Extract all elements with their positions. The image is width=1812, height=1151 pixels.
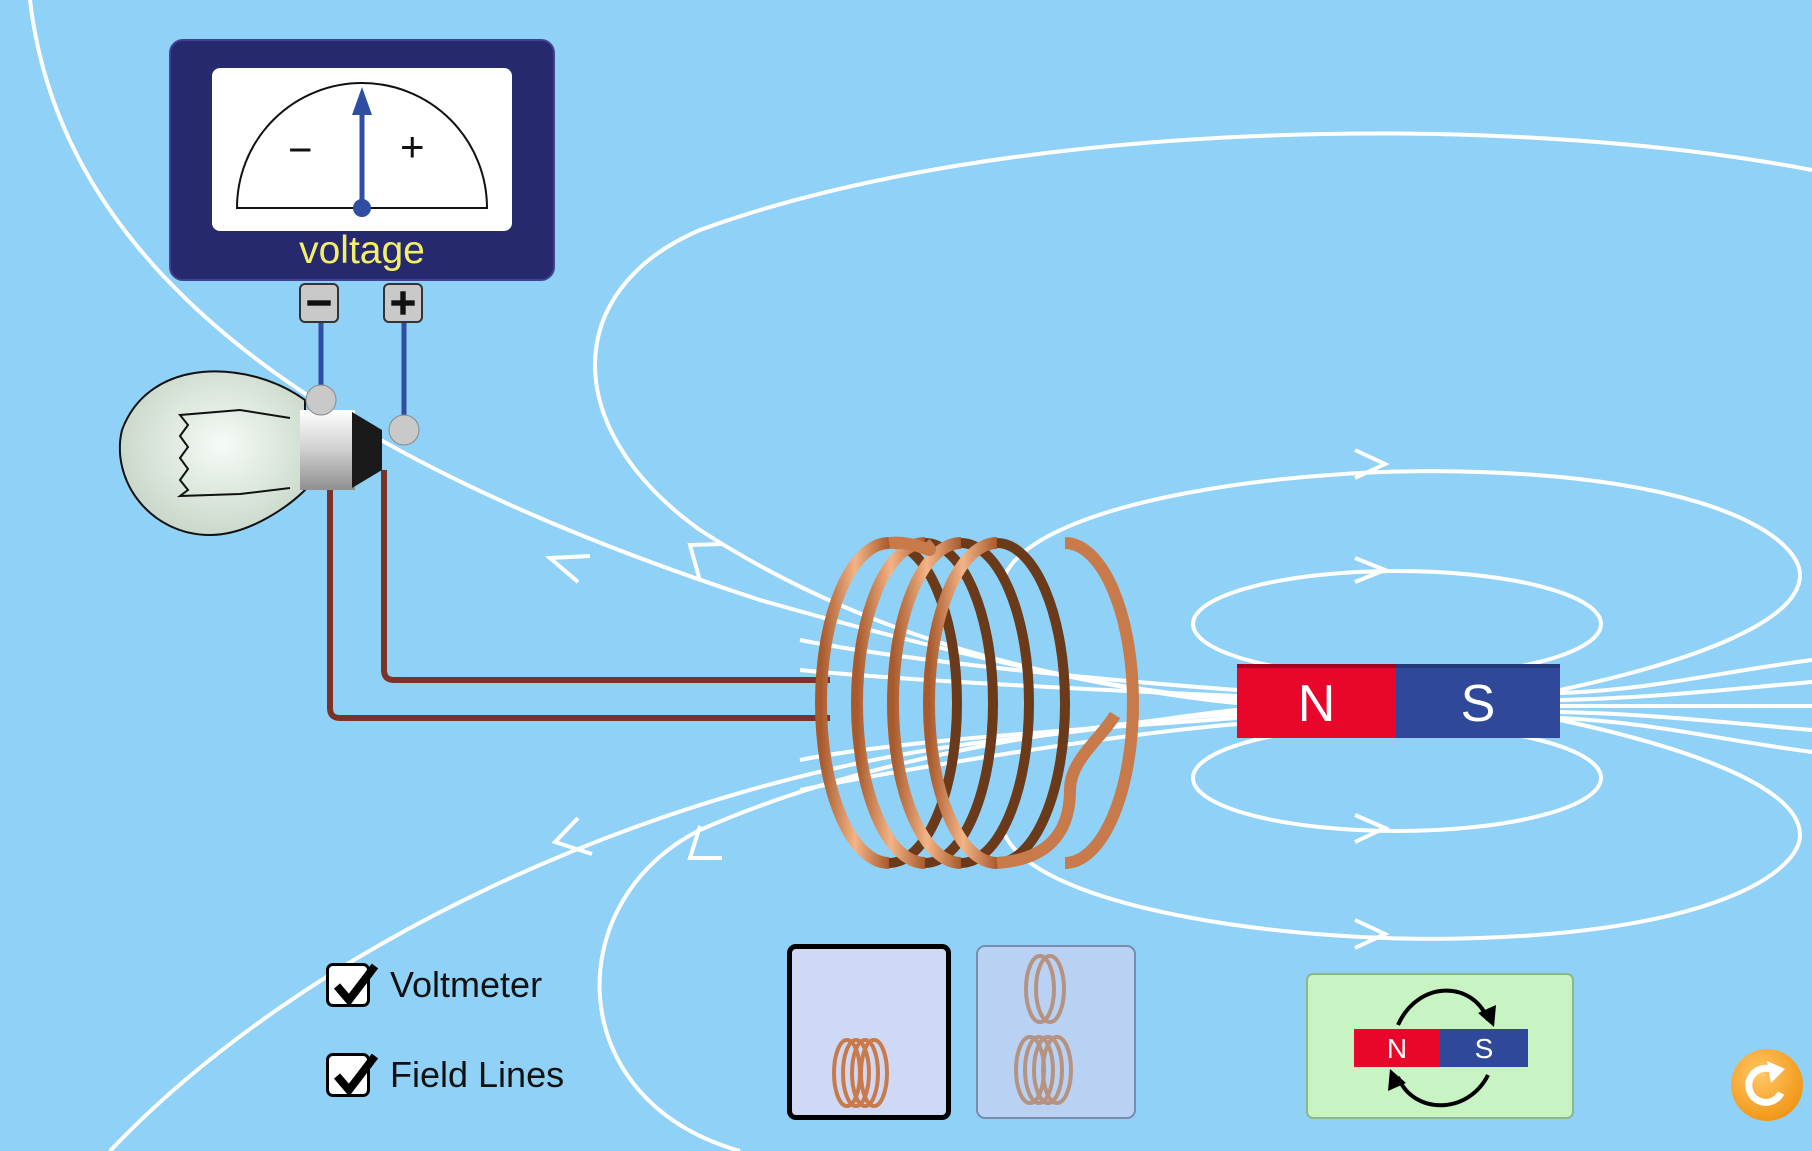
magnet-south-pole[interactable]: S	[1396, 668, 1560, 738]
field-lines-toggle[interactable]: Field Lines	[326, 1053, 564, 1097]
two-coils-button[interactable]	[976, 945, 1136, 1119]
light-bulb	[118, 370, 420, 537]
voltmeter-checkbox[interactable]	[326, 963, 379, 1007]
voltmeter-plus-terminal[interactable]	[383, 283, 423, 323]
flip-magnet-button[interactable]: N S	[1306, 973, 1574, 1119]
minus-icon	[307, 300, 331, 306]
flip-icon-south: S	[1440, 1029, 1528, 1067]
checkmark-icon	[333, 1053, 379, 1097]
two-coils-icon	[1014, 954, 1073, 1105]
reset-button[interactable]	[1731, 1049, 1803, 1121]
flip-polarity-icon	[1388, 988, 1496, 1108]
reset-icon	[1745, 1061, 1785, 1106]
voltmeter-label: voltage	[299, 229, 425, 272]
magnet-top-edge	[1237, 664, 1560, 670]
field-lines-checkbox-label: Field Lines	[390, 1054, 565, 1095]
dial-plus-label: +	[400, 123, 425, 170]
flip-icon-north: N	[1354, 1029, 1440, 1067]
voltmeter-checkbox-label: Voltmeter	[390, 964, 543, 1005]
checkmark-icon	[333, 963, 379, 1007]
voltmeter-minus-terminal[interactable]	[299, 283, 339, 323]
coil-wires	[327, 470, 830, 721]
dial-minus-label: −	[288, 126, 313, 173]
one-coil-icon	[832, 1038, 889, 1108]
one-coil-button[interactable]	[787, 944, 951, 1120]
field-line-arrows	[544, 448, 1391, 950]
voltmeter-toggle[interactable]: Voltmeter	[326, 963, 542, 1007]
copper-coil[interactable]	[815, 536, 1139, 869]
plus-icon	[391, 291, 415, 315]
field-lines-checkbox[interactable]	[326, 1053, 379, 1097]
voltmeter-face: − +	[212, 68, 512, 231]
magnet-north-pole[interactable]: N	[1237, 668, 1396, 738]
